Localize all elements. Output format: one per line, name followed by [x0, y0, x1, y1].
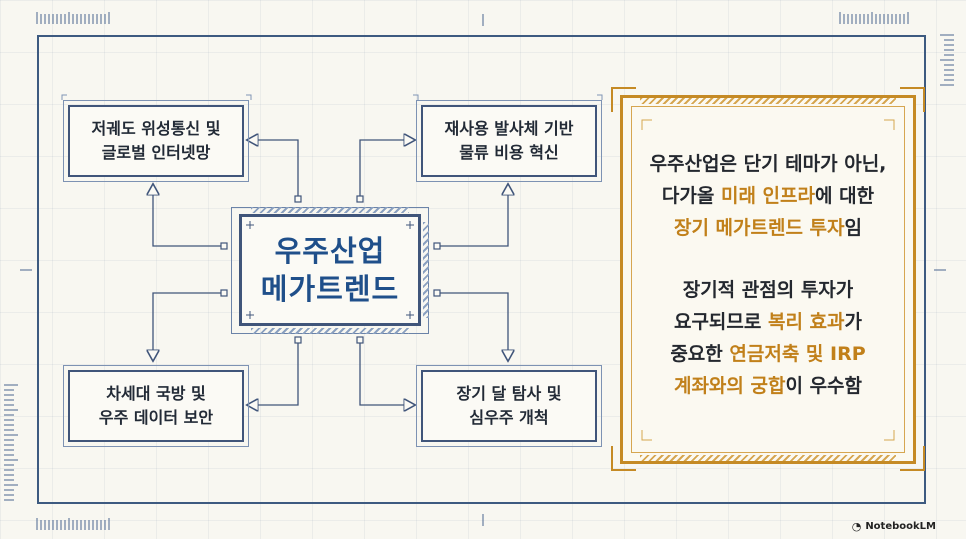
brand-label: NotebookLM — [865, 521, 936, 532]
topic-top-left-line2: 글로벌 인터넷망 — [101, 143, 211, 162]
topic-box-top-left: 저궤도 위성통신 및 글로벌 인터넷망 — [63, 100, 249, 182]
takeaway-highlight: 복리 효과 — [767, 311, 845, 333]
topic-bottom-left-line1: 차세대 국방 및 — [106, 384, 206, 403]
takeaway-text-segment: 에 대한 — [815, 185, 875, 207]
takeaway-text-segment: 이 우수함 — [785, 375, 863, 397]
panel-hatch-bottom — [640, 455, 896, 461]
takeaway-highlight: 장기 메가트렌드 투자 — [673, 217, 845, 239]
center-hatch-right — [423, 222, 429, 318]
notebooklm-logo-icon: ◔ — [851, 520, 862, 533]
topic-box-bottom-right: 장기 달 탐사 및 심우주 개척 — [416, 365, 602, 447]
topic-bottom-left-line2: 우주 데이터 보안 — [98, 408, 214, 427]
center-title-box: 우주산업 메가트렌드 — [239, 214, 421, 326]
takeaway-line: 장기적 관점의 투자가 — [623, 274, 913, 306]
takeaway-text-segment: 임 — [844, 217, 863, 239]
center-title-line1: 우주산업 — [274, 234, 386, 268]
takeaway-line: 장기 메가트렌드 투자임 — [623, 212, 913, 244]
takeaway-line: 계좌와의 궁합이 우수함 — [623, 370, 913, 402]
topic-top-right-line2: 물류 비용 혁신 — [459, 143, 559, 162]
takeaway-line: 중요한 연금저축 및 IRP — [623, 338, 913, 370]
takeaway-text-segment: 요구되므로 — [673, 311, 768, 333]
topic-top-left-line1: 저궤도 위성통신 및 — [91, 119, 221, 138]
takeaway-line: 요구되므로 복리 효과가 — [623, 306, 913, 338]
panel-hatch-top — [640, 98, 896, 104]
center-hatch-top — [251, 207, 409, 213]
takeaway-panel-inner-border — [631, 106, 905, 453]
brand-watermark: ◔ NotebookLM — [852, 520, 936, 533]
topic-bottom-right-line2: 심우주 개척 — [469, 408, 549, 427]
topic-bottom-right-line1: 장기 달 탐사 및 — [456, 384, 562, 403]
takeaway-highlight: 연금저축 및 IRP — [729, 343, 866, 365]
topic-box-bottom-left: 차세대 국방 및 우주 데이터 보안 — [63, 365, 249, 447]
takeaway-highlight: 계좌와의 궁합 — [673, 375, 786, 397]
takeaway-text-segment: 가 — [844, 311, 863, 333]
topic-box-top-right: 재사용 발사체 기반 물류 비용 혁신 — [416, 100, 602, 182]
takeaway-text-segment: 장기적 관점의 투자가 — [682, 279, 854, 301]
outer-frame — [37, 35, 926, 504]
takeaway-highlight: 미래 인프라 — [720, 185, 815, 207]
takeaway-panel: 우주산업은 단기 테마가 아닌, 다가올 미래 인프라에 대한 장기 메가트렌드… — [620, 95, 916, 464]
center-hatch-bottom — [251, 328, 409, 334]
takeaway-text-segment: 우주산업은 단기 테마가 아닌, — [649, 153, 887, 175]
center-title-line2: 메가트렌드 — [260, 272, 400, 306]
takeaway-text-segment: 중요한 — [670, 343, 730, 365]
takeaway-text-segment: 다가올 — [661, 185, 721, 207]
takeaway-line: 다가올 미래 인프라에 대한 — [623, 180, 913, 212]
takeaway-text: 우주산업은 단기 테마가 아닌, 다가올 미래 인프라에 대한 장기 메가트렌드… — [623, 148, 913, 402]
takeaway-line: 우주산업은 단기 테마가 아닌, — [623, 148, 913, 180]
topic-top-right-line1: 재사용 발사체 기반 — [444, 119, 574, 138]
